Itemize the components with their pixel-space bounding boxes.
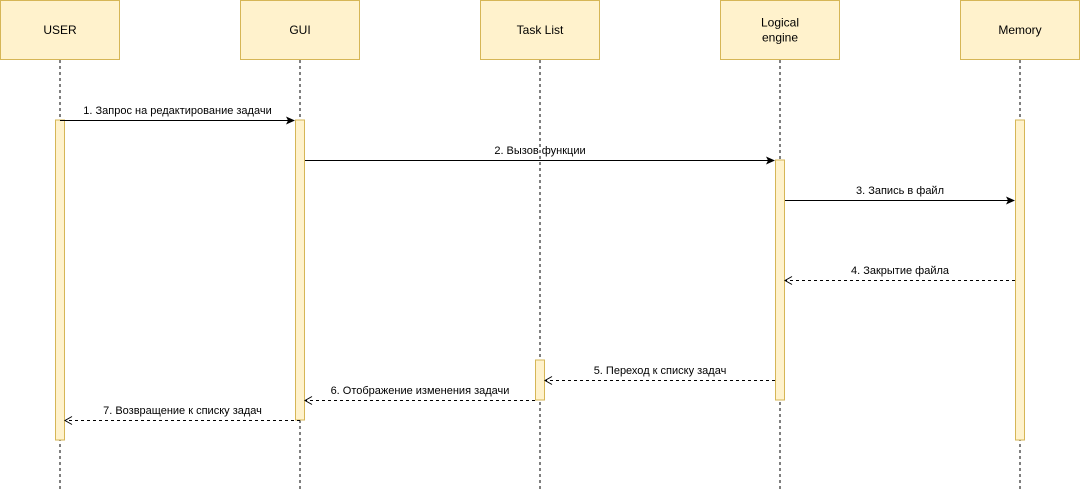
actor-tasklist: Task List	[480, 0, 600, 492]
arrowhead-7	[63, 416, 73, 425]
message-label-3: 3. Запись в файл	[856, 185, 944, 197]
activation-logic-0	[775, 159, 785, 401]
arrowhead-5	[543, 376, 553, 385]
actor-gui: GUI	[240, 0, 360, 492]
actor-label-gui: GUI	[289, 23, 310, 37]
message-label-4: 4. Закрытие файла	[851, 265, 950, 277]
activation-tasklist-0	[535, 359, 545, 401]
actor-box-memory	[960, 0, 1080, 60]
arrowhead-2	[766, 156, 775, 165]
message-3: 3. Запись в файл	[785, 185, 1015, 205]
actor-label-tasklist: Task List	[517, 23, 564, 37]
actor-label-user: USER	[43, 23, 77, 37]
message-5: 5. Переход к списку задач	[543, 365, 775, 385]
message-label-7: 7. Возвращение к списку задач	[103, 405, 262, 417]
message-6: 6. Отображение изменения задачи	[303, 385, 535, 405]
message-7: 7. Возвращение к списку задач	[63, 405, 300, 425]
activation-memory-0	[1015, 119, 1025, 441]
arrowhead-4	[783, 276, 793, 285]
message-2: 2. Вызов функции	[305, 145, 775, 165]
actor-box-logic	[720, 0, 840, 60]
actor-label-memory: Memory	[998, 23, 1041, 37]
actor-box-tasklist	[480, 0, 600, 60]
message-label-6: 6. Отображение изменения задачи	[331, 385, 510, 397]
message-1: 1. Запрос на редактирование задачи	[60, 105, 295, 125]
actor-box-user	[0, 0, 120, 60]
message-label-1: 1. Запрос на редактирование задачи	[83, 105, 271, 117]
arrowhead-6	[303, 396, 313, 405]
message-4: 4. Закрытие файла	[783, 265, 1015, 285]
arrowhead-3	[1006, 196, 1015, 205]
message-label-2: 2. Вызов функции	[494, 145, 585, 157]
actor-user: USER	[0, 0, 120, 492]
activation-gui-0	[295, 119, 305, 421]
arrowhead-1	[286, 116, 295, 125]
message-label-5: 5. Переход к списку задач	[594, 365, 727, 377]
actor-box-gui	[240, 0, 360, 60]
activation-user-0	[55, 119, 65, 441]
